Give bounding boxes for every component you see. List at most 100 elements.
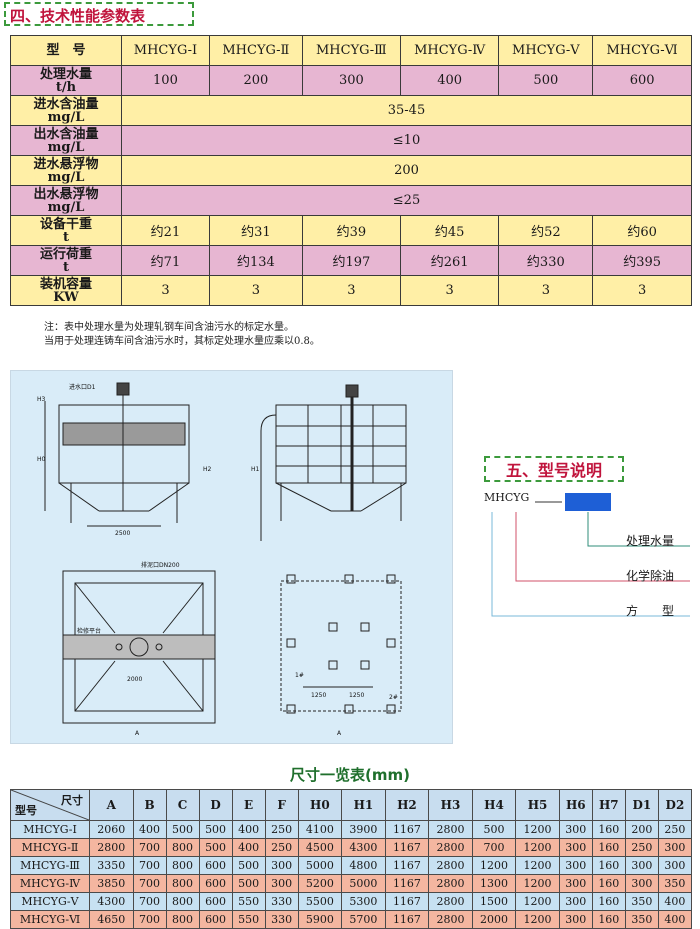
spec-value: 3	[121, 275, 210, 306]
label-H1: H1	[251, 466, 260, 473]
label-A-found: A	[337, 730, 342, 737]
technical-drawing: 进水口D1 2500 排泥口DN200 检修平台 2000 1250 1250 …	[10, 370, 453, 744]
dims-cell: 2800	[428, 820, 473, 839]
dims-cell: 5000	[297, 856, 343, 875]
dims-cell: 2000	[471, 910, 517, 929]
dims-cell: 1167	[384, 892, 430, 911]
dims-cell: 800	[165, 910, 200, 929]
spec-value: 100	[121, 65, 210, 96]
dims-cell: 300	[558, 820, 593, 839]
dims-cell: 500	[198, 838, 233, 857]
drawing-svg: 进水口D1 2500 排泥口DN200 检修平台 2000 1250 1250 …	[37, 382, 407, 737]
dims-cell: 5000	[341, 874, 386, 893]
label-2500: 2500	[115, 530, 130, 537]
spec-merged-value: 200	[121, 155, 692, 186]
dims-cell: 300	[558, 874, 593, 893]
section5-title: 五、型号说明	[484, 456, 624, 482]
spec-row-unit: mg/L	[47, 139, 85, 155]
dims-header-h0: H0	[297, 789, 343, 821]
dims-cell: 160	[591, 910, 626, 929]
spec-value: 400	[399, 65, 500, 96]
dims-cell: 700	[132, 892, 167, 911]
dims-cell: 330	[264, 910, 299, 929]
note-line-1: 注：表中处理水量为处理轧钢车间含油污水的标定水量。	[44, 322, 294, 333]
note-line-2: 当用于处理连铸车间含油污水时，其标定处理水量应乘以0.8。	[44, 336, 320, 347]
foundation-plan	[280, 580, 402, 712]
label-H0: H0	[37, 456, 46, 463]
dims-header-h2: H2	[384, 789, 430, 821]
spec-row-unit: mg/L	[47, 109, 85, 125]
dims-cell: 2800	[89, 838, 134, 857]
dims-cell: 1167	[384, 874, 430, 893]
dims-cell: 300	[624, 856, 659, 875]
dims-cell: 300	[264, 874, 299, 893]
dims-cell: 800	[165, 874, 200, 893]
dims-model: MHCYG-Ⅰ	[10, 820, 90, 839]
spec-model-label: 型 号	[10, 35, 122, 66]
dims-title: 尺寸一览表(mm)	[290, 766, 410, 784]
legend-capacity: 处理水量	[626, 534, 675, 548]
spec-merged-value: ≤25	[121, 185, 692, 216]
label-mark2: 2#	[389, 694, 398, 701]
dims-cell: 2060	[89, 820, 134, 839]
dims-cell: 300	[657, 838, 693, 857]
dims-cell: 250	[657, 820, 693, 839]
spec-value: 3	[208, 275, 303, 306]
filter-layer-front	[62, 422, 186, 446]
dims-cell: 160	[591, 820, 626, 839]
spec-value: 约134	[208, 245, 303, 276]
dims-corner: 尺寸型号	[10, 789, 90, 821]
spec-value: 600	[592, 65, 692, 96]
dims-cell: 500	[471, 820, 517, 839]
dims-cell: 800	[165, 838, 200, 857]
dims-cell: 300	[558, 910, 593, 929]
dims-header-h6: H6	[558, 789, 593, 821]
dims-cell: 1200	[515, 874, 560, 893]
spec-value: 约197	[301, 245, 401, 276]
spec-value: 约395	[592, 245, 692, 276]
dims-cell: 300	[558, 892, 593, 911]
spec-row-name: 进水悬浮物	[33, 156, 99, 172]
dims-cell: 300	[558, 856, 593, 875]
dims-cell: 400	[657, 910, 693, 929]
corner-top: 尺寸	[61, 794, 83, 807]
dims-cell: 400	[231, 820, 266, 839]
spec-value: 约52	[498, 215, 594, 246]
label-inlet: 进水口D1	[69, 383, 96, 391]
dims-cell: 4500	[297, 838, 343, 857]
dims-cell: 250	[264, 820, 299, 839]
dims-cell: 1500	[471, 892, 517, 911]
spec-value: 约60	[592, 215, 692, 246]
dims-cell: 3350	[89, 856, 134, 875]
dims-header-d: D	[198, 789, 233, 821]
dims-cell: 4800	[341, 856, 386, 875]
spec-value: 约21	[121, 215, 210, 246]
dims-cell: 5900	[297, 910, 343, 929]
dims-cell: 200	[624, 820, 659, 839]
label-drain: 排泥口DN200	[141, 561, 180, 569]
spec-row-unit: t	[62, 229, 69, 245]
spec-value: 约39	[301, 215, 401, 246]
dims-model: MHCYG-Ⅲ	[10, 856, 90, 875]
dims-cell: 500	[231, 874, 266, 893]
tank-body-front	[58, 404, 190, 484]
dims-header-e: E	[231, 789, 266, 821]
dims-cell: 350	[624, 910, 659, 929]
model-code-box	[565, 493, 611, 511]
dims-header-h1: H1	[341, 789, 386, 821]
spec-value: 3	[498, 275, 594, 306]
dims-cell: 5700	[341, 910, 386, 929]
dims-cell: 3900	[341, 820, 386, 839]
dims-cell: 4300	[89, 892, 134, 911]
